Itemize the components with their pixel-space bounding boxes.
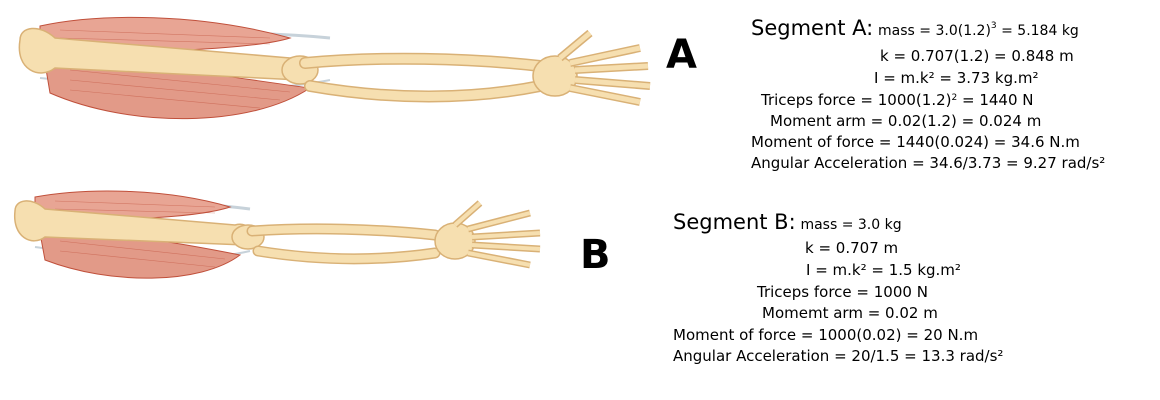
segment-a-triceps: Triceps force = 1000(1.2)2 = 1440 N: [761, 90, 1034, 111]
segment-a-k: k = 0.707(1.2) = 0.848 m: [880, 47, 1074, 65]
segment-a-calculations: Segment A: mass = 3.0(1.2)3 = 5.184 kg k…: [0, 0, 1160, 190]
segment-a-moment-force: Moment of force = 1440(0.024) = 34.6 N.m: [751, 133, 1080, 151]
segment-a-angular: Angular Acceleration = 34.6/3.73 = 9.27 …: [751, 154, 1106, 172]
segment-a-triceps-exp: 2: [951, 93, 958, 103]
segment-b-mass-line: Segment B: mass = 3.0 kg: [673, 212, 902, 236]
hand-a: [532, 29, 651, 106]
segment-b-inertia: I = m.k² = 1.5 kg.m²: [806, 261, 961, 279]
segment-a-mass: mass = 3.0(1.2)3 = 5.184 kg: [878, 21, 1079, 39]
segment-a-mass-line: Segment A: mass = 3.0(1.2)3 = 5.184 kg: [751, 18, 1079, 42]
segment-a-letter: A: [666, 32, 697, 78]
segment-b-k: k = 0.707 m: [805, 239, 899, 257]
segment-a-mass-exp: 3: [990, 21, 997, 31]
segment-b-angular: Angular Acceleration = 20/1.5 = 13.3 rad…: [673, 347, 1004, 365]
segment-b-moment-arm: Momemt arm = 0.02 m: [762, 304, 938, 322]
hand-b: [434, 200, 541, 269]
segment-a-moment-arm: Moment arm = 0.02(1.2) = 0.024 m: [770, 112, 1042, 130]
segment-a-triceps-text: Triceps force = 1000(1.2): [761, 91, 952, 109]
segment-b-calculations: Segment B: mass = 3.0 kg k = 0.707 m I =…: [0, 190, 1160, 390]
arm-illustration-a: [18, 16, 651, 120]
segment-a-mass-result: = 5.184 kg: [996, 23, 1079, 39]
segment-b-mass: mass = 3.0 kg: [800, 217, 902, 233]
arm-illustration-b: [14, 190, 541, 279]
segment-b-title: Segment B:: [673, 210, 796, 234]
segment-b-triceps: Triceps force = 1000 N: [757, 283, 928, 301]
segment-a-triceps-result: = 1440 N: [957, 91, 1034, 109]
segment-a-inertia: I = m.k² = 3.73 kg.m²: [874, 69, 1039, 87]
segment-b-letter: B: [580, 232, 611, 278]
segment-b-moment-force: Moment of force = 1000(0.02) = 20 N.m: [673, 326, 979, 344]
segment-a-mass-text: mass = 3.0(1.2): [878, 23, 991, 39]
segment-a-title: Segment A:: [751, 16, 874, 40]
